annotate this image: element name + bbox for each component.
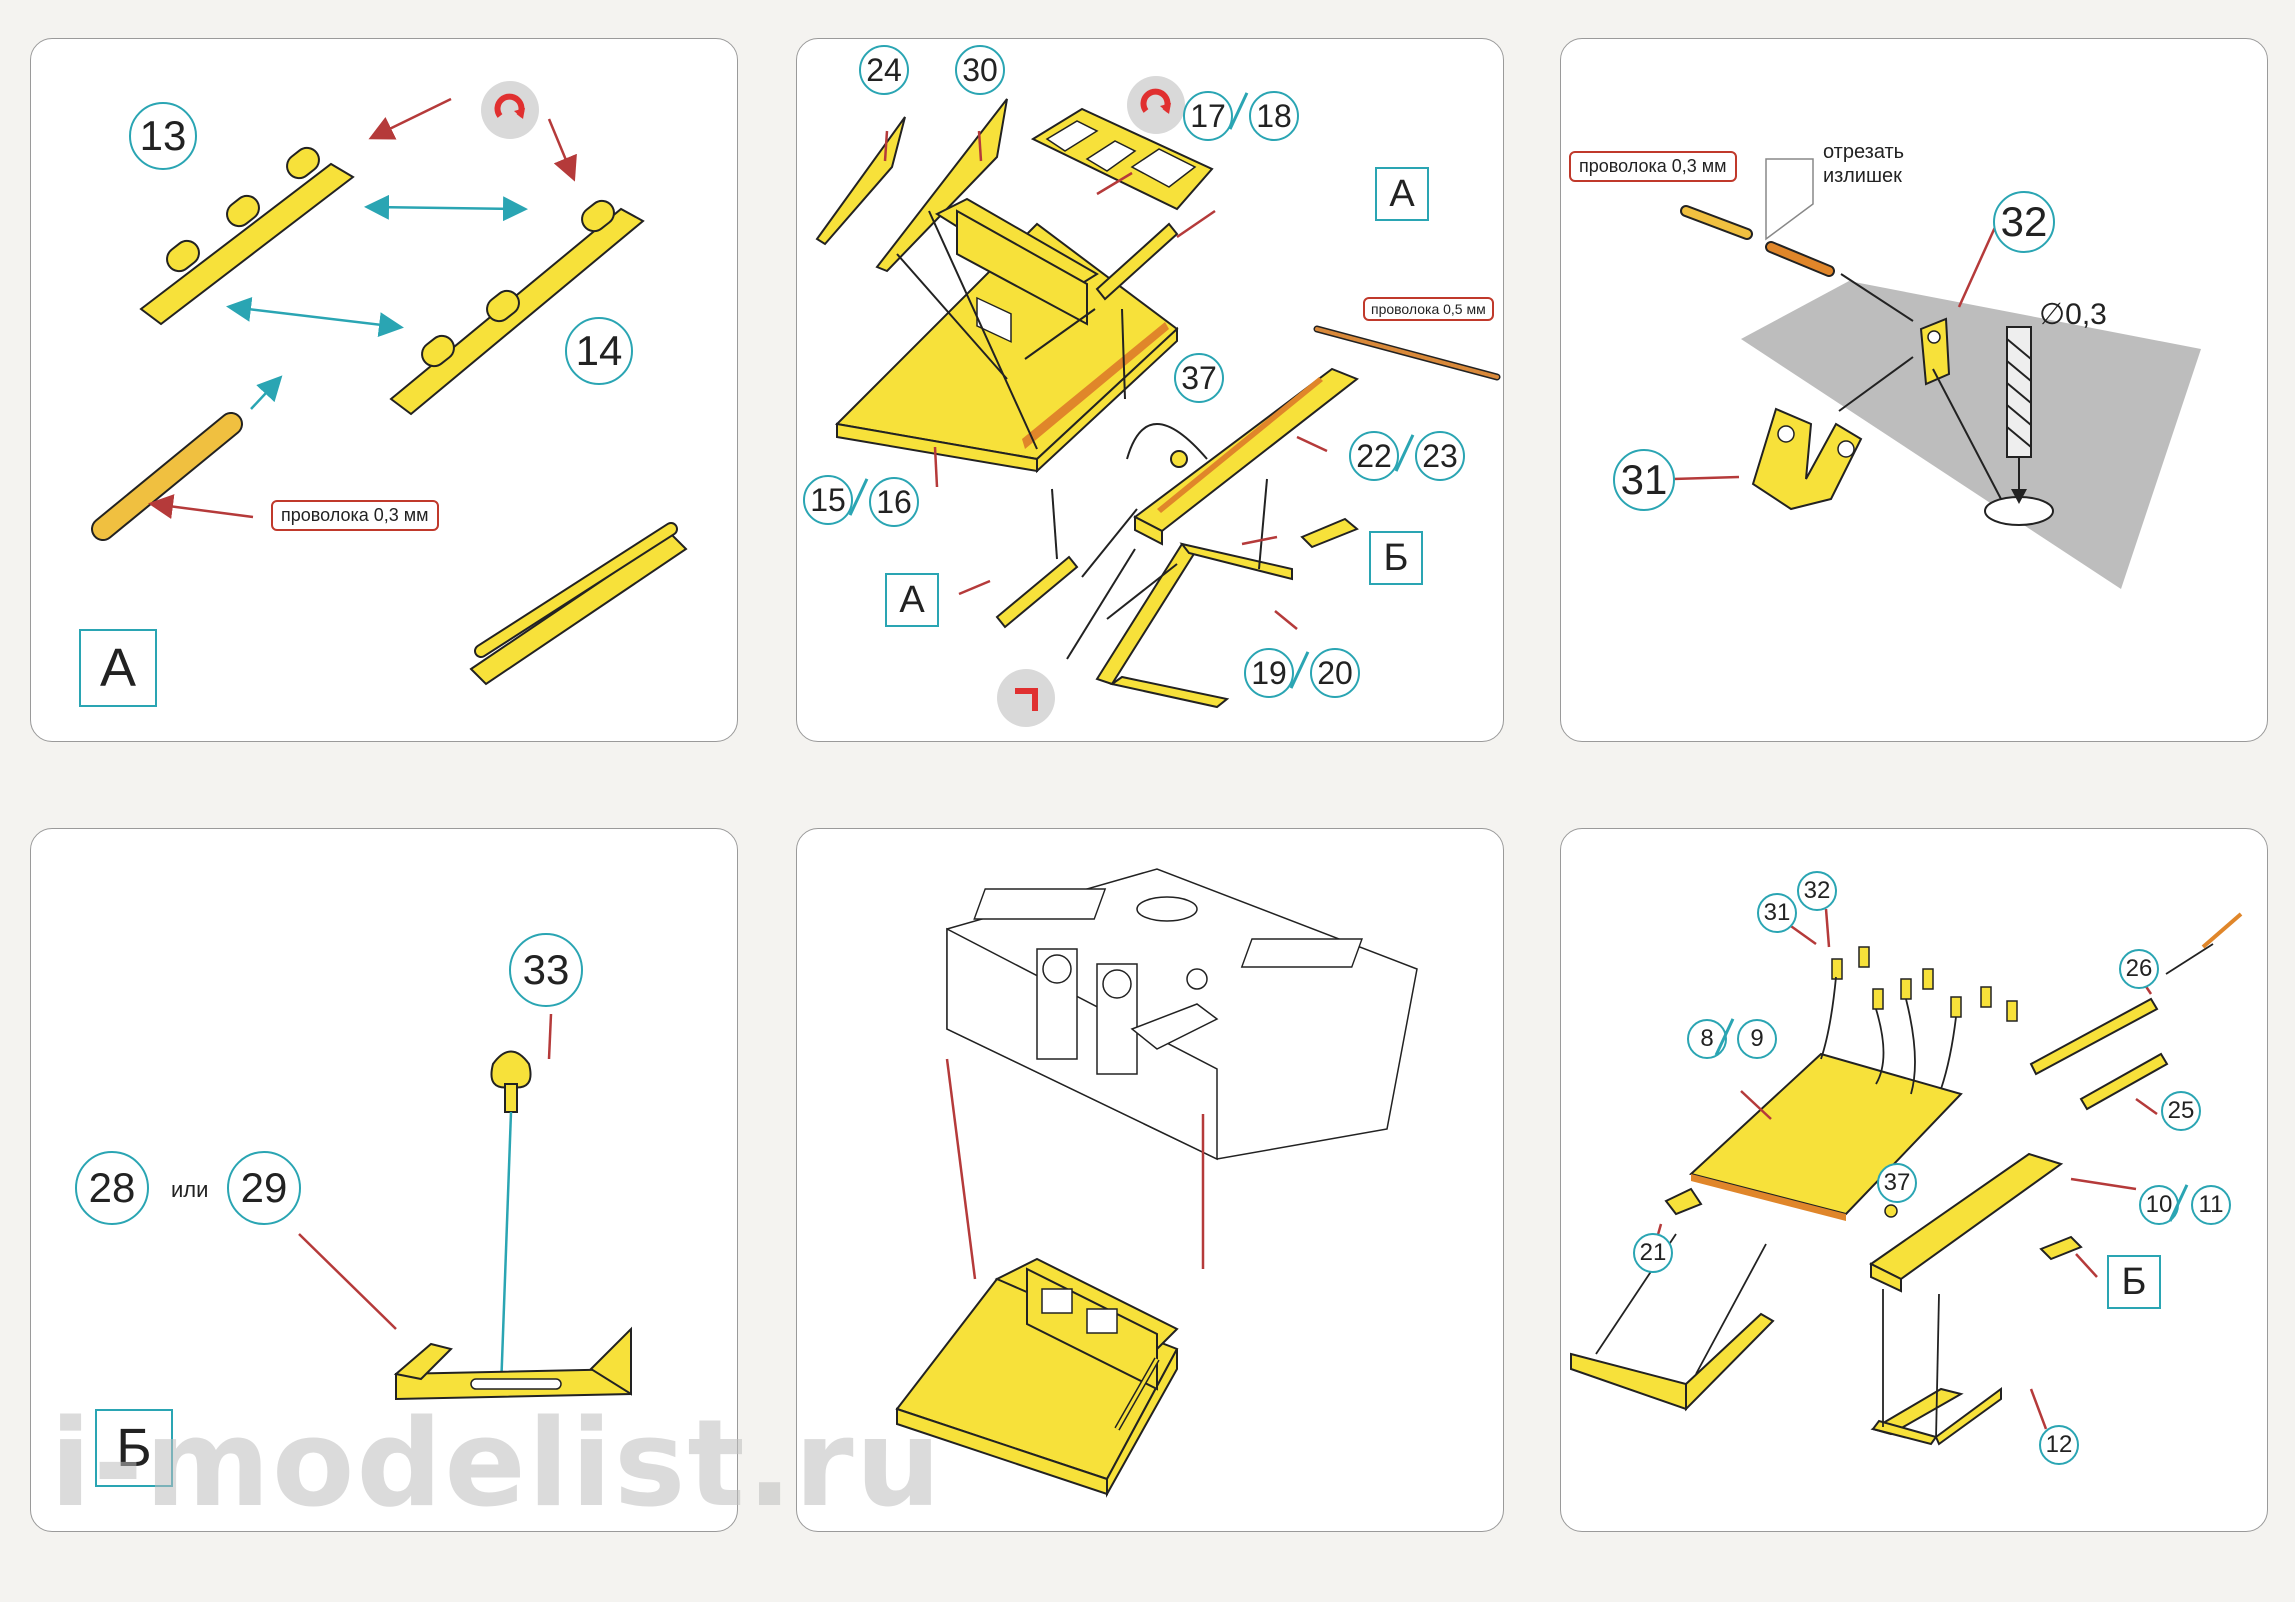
drill-bit xyxy=(2006,326,2032,504)
frame-part-17-18 xyxy=(1030,107,1214,211)
part-number-20: 20 xyxy=(1310,648,1360,698)
panel-hull-installation xyxy=(796,828,1504,1532)
panel1-drawing xyxy=(91,97,688,686)
hinge-part-13 xyxy=(139,146,355,326)
site-watermark: i-modelist.ru xyxy=(50,1395,943,1534)
hinge-26 xyxy=(2029,997,2159,1076)
part-number-24: 24 xyxy=(859,45,909,95)
hinge-25 xyxy=(2079,1052,2169,1111)
panel-bracket-drilling: проволока 0,3 мм отрезать излишек 32 ∅0,… xyxy=(1560,38,2268,742)
cut-icon xyxy=(1765,158,1814,241)
panel6-drawing xyxy=(1570,908,2243,1446)
part-number-14: 14 xyxy=(565,317,633,385)
tray-installed xyxy=(895,1257,1179,1498)
step-label-a-bottom: А xyxy=(885,573,939,627)
part-number-28: 28 xyxy=(75,1151,149,1225)
part-number-32: 32 xyxy=(1797,871,1837,911)
part-number-30: 30 xyxy=(955,45,1005,95)
diameter-label: ∅0,3 xyxy=(2039,298,2107,331)
part-number-26: 26 xyxy=(2119,949,2159,989)
panel3-drawing xyxy=(1672,158,2201,589)
part-number-21: 21 xyxy=(1633,1233,1673,1273)
hull-rear xyxy=(946,868,1418,1161)
lid-part-22-23 xyxy=(1133,367,1359,546)
part-number-37: 37 xyxy=(1174,353,1224,403)
or-text: или xyxy=(171,1177,209,1202)
hinge-a-bottom xyxy=(995,555,1079,629)
blade-part-24 xyxy=(815,116,906,246)
panel-hinge-assembly: 13 14 проволока 0,3 мм А xyxy=(30,38,738,742)
latch-base-28-29 xyxy=(393,1326,632,1401)
hull-plate xyxy=(1741,281,2201,589)
part-number-37: 37 xyxy=(1877,1163,1917,1203)
hinge-a-top xyxy=(1095,222,1179,301)
step-label-a-top: А xyxy=(1375,167,1429,221)
part-number-13: 13 xyxy=(129,102,197,170)
part-number-23: 23 xyxy=(1415,431,1465,481)
latch-b xyxy=(1300,517,1359,549)
part-number-18: 18 xyxy=(1249,91,1299,141)
part-number-9: 9 xyxy=(1737,1019,1777,1059)
part-number-31: 31 xyxy=(1613,449,1675,511)
wire-03mm-tag: проволока 0,3 мм xyxy=(1569,151,1737,182)
panel-final-assembly: 32 31 26 8 9 25 37 10 11 21 Б 12 xyxy=(1560,828,2268,1532)
wing-nut-33 xyxy=(490,1050,532,1113)
rotate-cw-icon xyxy=(1127,76,1185,134)
part-number-33: 33 xyxy=(509,933,583,1007)
panel-bracket-assembly: 24 30 17 18 А проволока 0,5 мм 37 22 23 … xyxy=(796,38,1504,742)
bend-corner-icon xyxy=(997,669,1055,727)
hinge-assembled xyxy=(469,522,688,686)
cut-excess-text-1: отрезать xyxy=(1823,141,1905,163)
part-number-32: 32 xyxy=(1993,191,2055,253)
step-label-b: Б xyxy=(95,1409,173,1487)
part-number-12: 12 xyxy=(2039,1425,2079,1465)
wire-03mm-tag: проволока 0,3 мм xyxy=(271,500,439,531)
part-number-22: 22 xyxy=(1349,431,1399,481)
part-number-15: 15 xyxy=(803,475,853,525)
part-number-11: 11 xyxy=(2191,1185,2231,1225)
step-label-a: А xyxy=(79,629,157,707)
plate-part-8-9 xyxy=(1688,1052,1963,1216)
blade-part-30 xyxy=(875,98,1008,273)
part-number-29: 29 xyxy=(227,1151,301,1225)
part-number-19: 19 xyxy=(1244,648,1294,698)
washer-37 xyxy=(1170,450,1188,468)
part-number-10: 10 xyxy=(2139,1185,2179,1225)
step-label-b: Б xyxy=(1369,531,1423,585)
panel4-drawing xyxy=(298,1013,632,1401)
part-number-31: 31 xyxy=(1757,893,1797,933)
cut-excess-text-2: излишек xyxy=(1823,165,1902,187)
angle-bar xyxy=(1570,1352,1687,1411)
panel2-drawing xyxy=(815,98,1501,709)
part-number-8: 8 xyxy=(1687,1019,1727,1059)
small-brackets xyxy=(1831,946,2018,1022)
panel-latch-assembly: 33 28 или 29 Б xyxy=(30,828,738,1532)
frame-part-19-20 xyxy=(1095,542,1293,709)
bracket-31 xyxy=(1751,407,1863,511)
bracket-21 xyxy=(1664,1187,1703,1216)
frame-part-12 xyxy=(1870,1387,2002,1446)
step-label-b: Б xyxy=(2107,1255,2161,1309)
part-number-25: 25 xyxy=(2161,1091,2201,1131)
wire-05mm-tag: проволока 0,5 мм xyxy=(1363,297,1494,321)
part-number-17: 17 xyxy=(1183,91,1233,141)
tray-part-15-16 xyxy=(834,197,1179,474)
latch-b xyxy=(2039,1235,2083,1261)
panel5-drawing xyxy=(895,868,1418,1498)
bracket-32 xyxy=(1919,317,1951,386)
hinge-part-14 xyxy=(389,199,645,416)
rotate-cw-icon xyxy=(481,81,539,139)
part-number-16: 16 xyxy=(869,477,919,527)
